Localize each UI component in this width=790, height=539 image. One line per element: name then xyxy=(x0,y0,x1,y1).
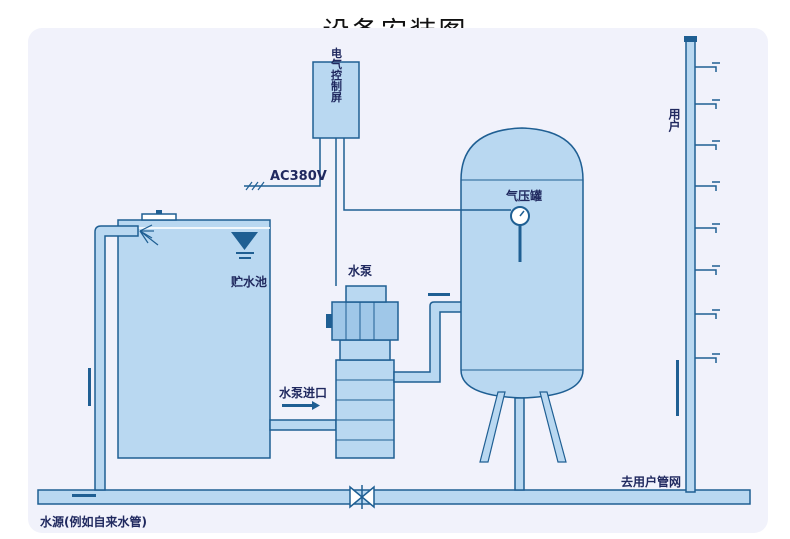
flow-arrow-icon xyxy=(72,494,96,497)
water-level-icon xyxy=(231,232,258,259)
storage-tank-label: 贮水池 xyxy=(230,274,267,289)
tank-leg-left xyxy=(479,391,506,463)
water-pump xyxy=(326,285,399,459)
to-network-label: 去用户管网 xyxy=(621,474,681,489)
user-label: 用户 xyxy=(667,108,681,133)
tank-drain-pipe xyxy=(514,397,525,491)
pump-outlet-pipe xyxy=(393,301,463,383)
water-spray-icon xyxy=(139,224,159,246)
power-wire xyxy=(244,138,321,187)
outlet-arrow-icon xyxy=(428,293,450,296)
tank-inlet-cover xyxy=(141,213,177,221)
storage-tank xyxy=(117,219,271,459)
gauge-wire xyxy=(343,138,511,211)
riser-flow-arrow-icon xyxy=(88,360,679,416)
pump-inlet-label: 水泵进口 xyxy=(279,385,327,400)
pump-inlet-pipe xyxy=(269,419,337,431)
pressure-tank xyxy=(460,127,584,399)
pressure-gauge-icon xyxy=(510,206,530,262)
tank-leg-right xyxy=(539,391,567,463)
pressure-tank-label: 气压罐 xyxy=(505,188,542,203)
tank-inlet-pipe xyxy=(94,225,139,491)
power-label: AC380V xyxy=(270,169,327,184)
pump-label: 水泵 xyxy=(348,263,372,278)
faucet-icons xyxy=(695,62,720,363)
inlet-arrow-icon xyxy=(282,401,320,410)
main-supply-pipe xyxy=(37,489,751,505)
control-box-label: 电气控制屏 xyxy=(330,46,344,103)
gate-valve-icon xyxy=(349,485,375,509)
water-source-label: 水源(例如自来水管) xyxy=(40,514,147,529)
user-riser-pipe xyxy=(685,39,696,493)
power-hatch-icon xyxy=(245,181,265,191)
